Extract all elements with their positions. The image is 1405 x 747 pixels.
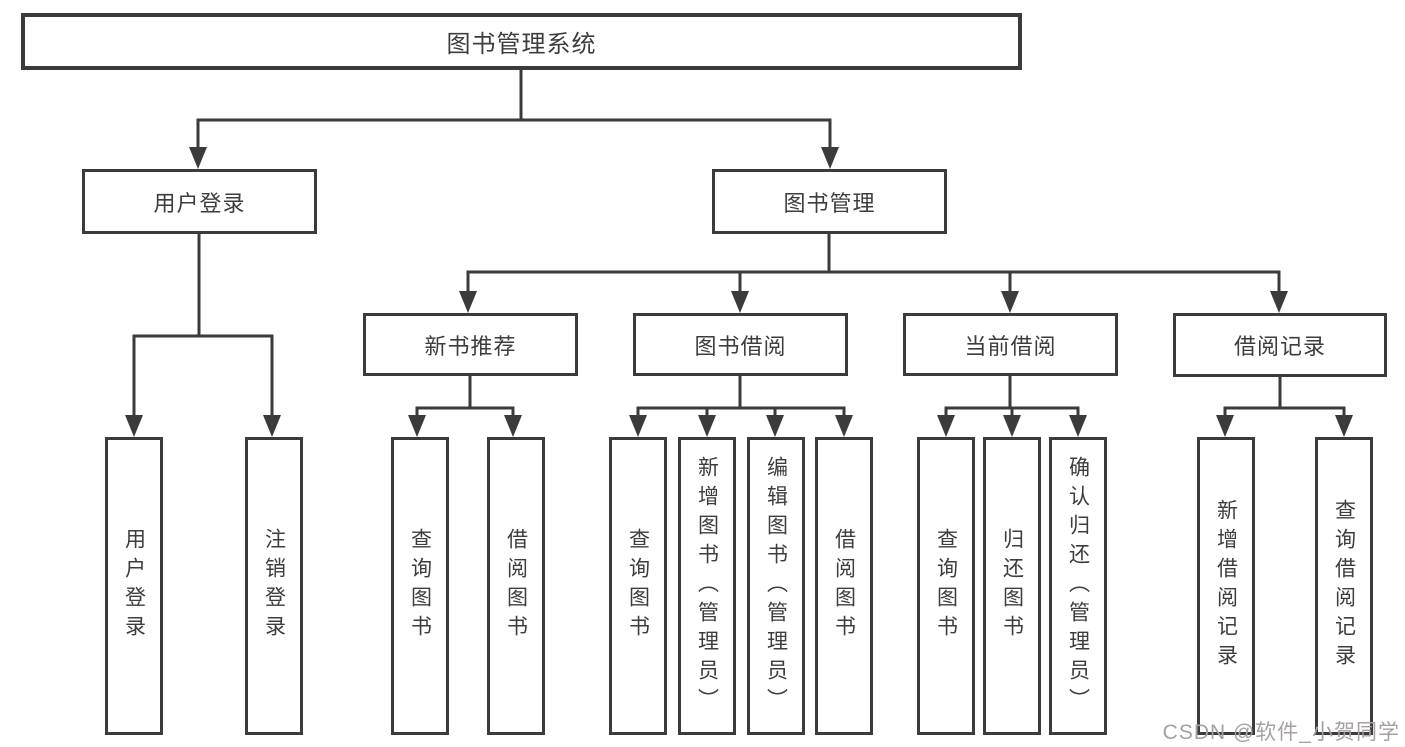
node-label: 借阅图书	[504, 528, 528, 644]
node-label: 注销登录	[262, 528, 286, 644]
node-label: 用户登录	[153, 190, 246, 216]
node-label: 图书管理	[783, 190, 876, 216]
leaf-add-borrow-record: 新增借阅记录	[1197, 437, 1255, 735]
node-label: 查询借阅记录	[1332, 499, 1356, 673]
node-label: 新增图书（管理员）	[695, 455, 719, 717]
node-label: 用户登录	[122, 528, 146, 644]
leaf-user-login: 用户登录	[105, 437, 163, 735]
node-label: 编辑图书（管理员）	[764, 455, 788, 717]
node-label: 确认归还（管理员）	[1066, 455, 1090, 717]
node-label: 查询图书	[934, 528, 958, 644]
node-label: 借阅图书	[832, 528, 856, 644]
leaf-borrow-books-recommend: 借阅图书	[487, 437, 545, 735]
arrowheads	[125, 147, 1353, 437]
node-label: 查询图书	[626, 528, 650, 644]
node-current-borrow: 当前借阅	[903, 313, 1118, 376]
leaf-borrow-books: 借阅图书	[815, 437, 873, 735]
node-label: 图书借阅	[694, 333, 787, 359]
node-label: 归还图书	[1000, 528, 1024, 644]
node-label: 查询图书	[408, 528, 432, 644]
node-label: 新书推荐	[424, 333, 517, 359]
node-label: 当前借阅	[964, 333, 1057, 359]
node-book-borrow: 图书借阅	[633, 313, 848, 376]
node-label: 新增借阅记录	[1214, 499, 1238, 673]
node-borrow-records: 借阅记录	[1173, 313, 1387, 377]
node-user-login: 用户登录	[82, 169, 317, 234]
node-new-book-recommend: 新书推荐	[363, 313, 578, 376]
leaf-query-borrow-record: 查询借阅记录	[1315, 437, 1373, 735]
watermark: CSDN @软件_小贺同学	[1162, 721, 1400, 744]
node-label: 图书管理系统	[446, 31, 597, 58]
leaf-add-book-admin: 新增图书（管理员）	[678, 437, 736, 735]
leaf-query-books-borrow: 查询图书	[609, 437, 667, 735]
node-book-management: 图书管理	[712, 169, 947, 234]
leaf-return-books: 归还图书	[983, 437, 1041, 735]
connector-lines	[132, 70, 1346, 421]
leaf-logout: 注销登录	[245, 437, 303, 735]
leaf-edit-book-admin: 编辑图书（管理员）	[747, 437, 805, 735]
node-label: 借阅记录	[1233, 334, 1326, 359]
leaf-query-books-recommend: 查询图书	[391, 437, 449, 735]
leaf-query-books-current: 查询图书	[917, 437, 975, 735]
node-library-management-system: 图书管理系统	[21, 13, 1022, 70]
leaf-confirm-return-admin: 确认归还（管理员）	[1049, 437, 1107, 735]
